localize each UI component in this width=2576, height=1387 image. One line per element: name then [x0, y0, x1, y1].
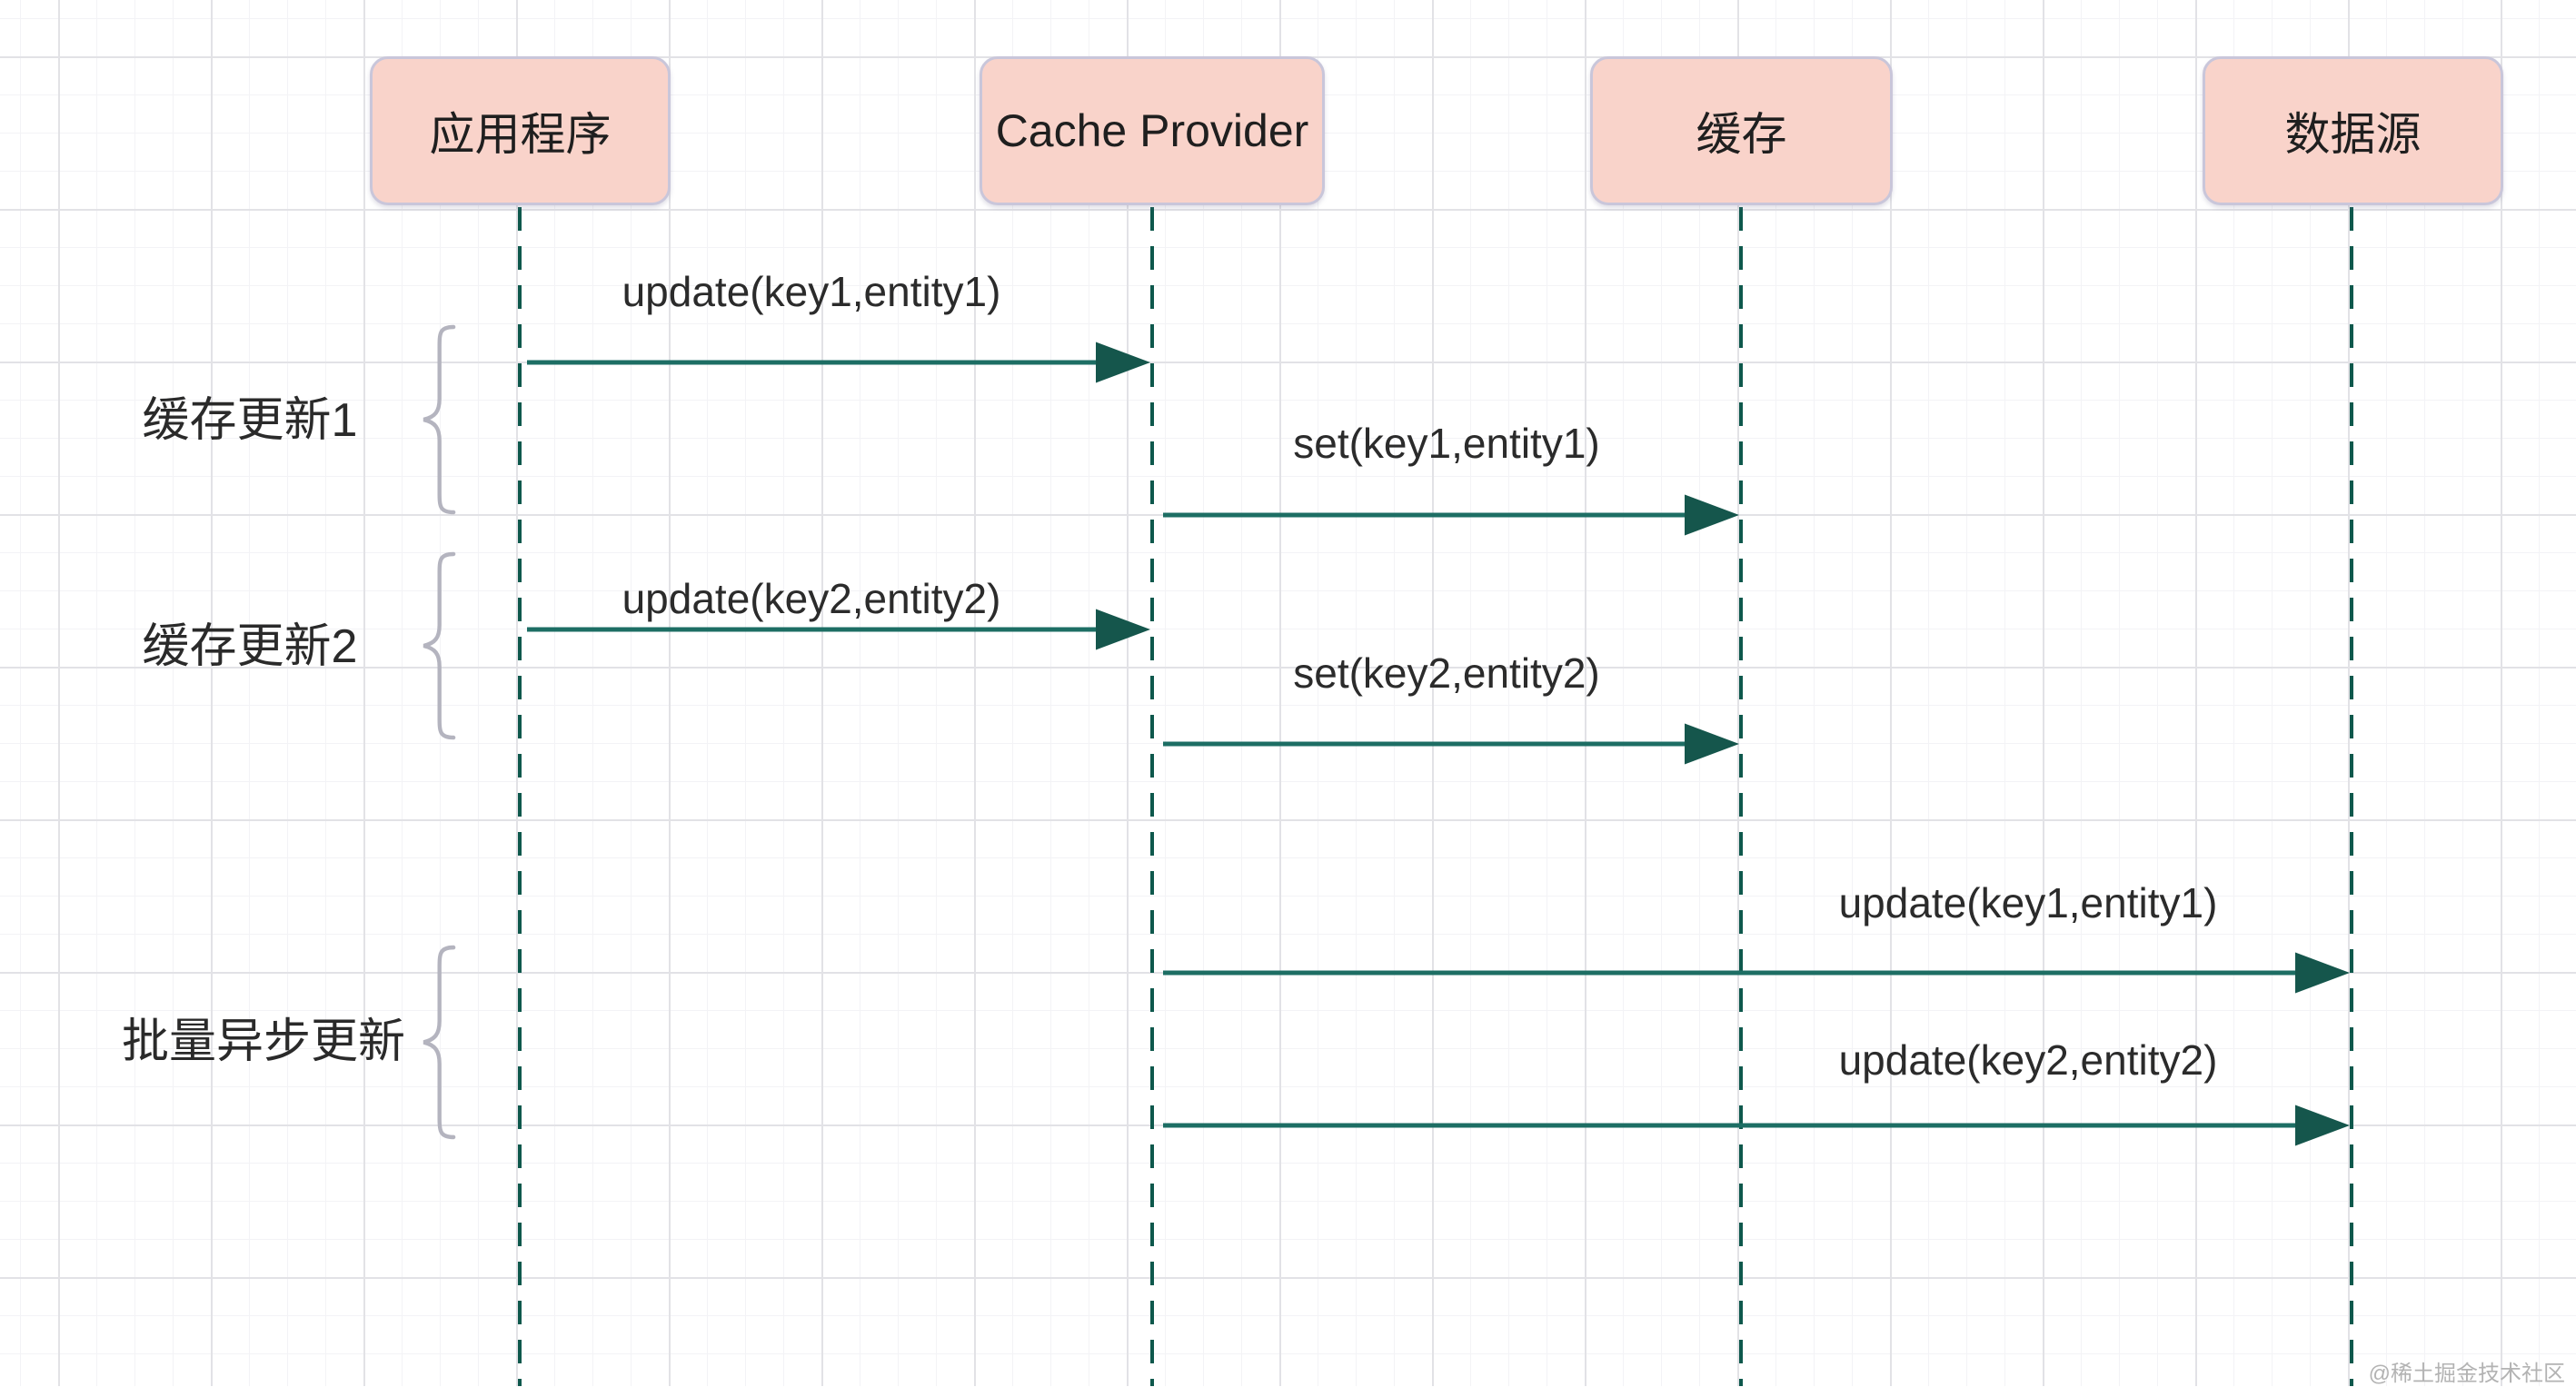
actor-box-cache: 缓存 [1590, 56, 1893, 205]
brace-icon [423, 551, 456, 740]
actor-label: 缓存 [1696, 109, 1787, 160]
message-label-set1: set(key1,entity1) [1293, 420, 1600, 467]
message-label-update1: update(key1,entity1) [622, 268, 1001, 315]
actor-label: 数据源 [2284, 109, 2422, 160]
message-label-batch-update2: update(key2,entity2) [1838, 1036, 2218, 1084]
message-label-update2: update(key2,entity2) [622, 575, 1001, 622]
message-label-batch-update1: update(key1,entity1) [1838, 879, 2218, 926]
actor-label: 应用程序 [429, 109, 612, 160]
group-label-cache-update-2: 缓存更新2 [142, 620, 358, 673]
group-label-batch-async: 批量异步更新 [121, 1015, 405, 1068]
actor-box-datasource: 数据源 [2203, 56, 2503, 205]
brace-icon [423, 324, 456, 515]
actor-label: Cache Provider [995, 105, 1309, 156]
message-label-set2: set(key2,entity2) [1293, 649, 1600, 697]
actor-box-cache-provider: Cache Provider [980, 56, 1325, 205]
actor-box-application: 应用程序 [370, 56, 671, 205]
watermark: @稀土掘金技术社区 [2368, 1362, 2565, 1386]
brace-icon [423, 945, 456, 1140]
group-label-cache-update-1: 缓存更新1 [142, 394, 358, 447]
